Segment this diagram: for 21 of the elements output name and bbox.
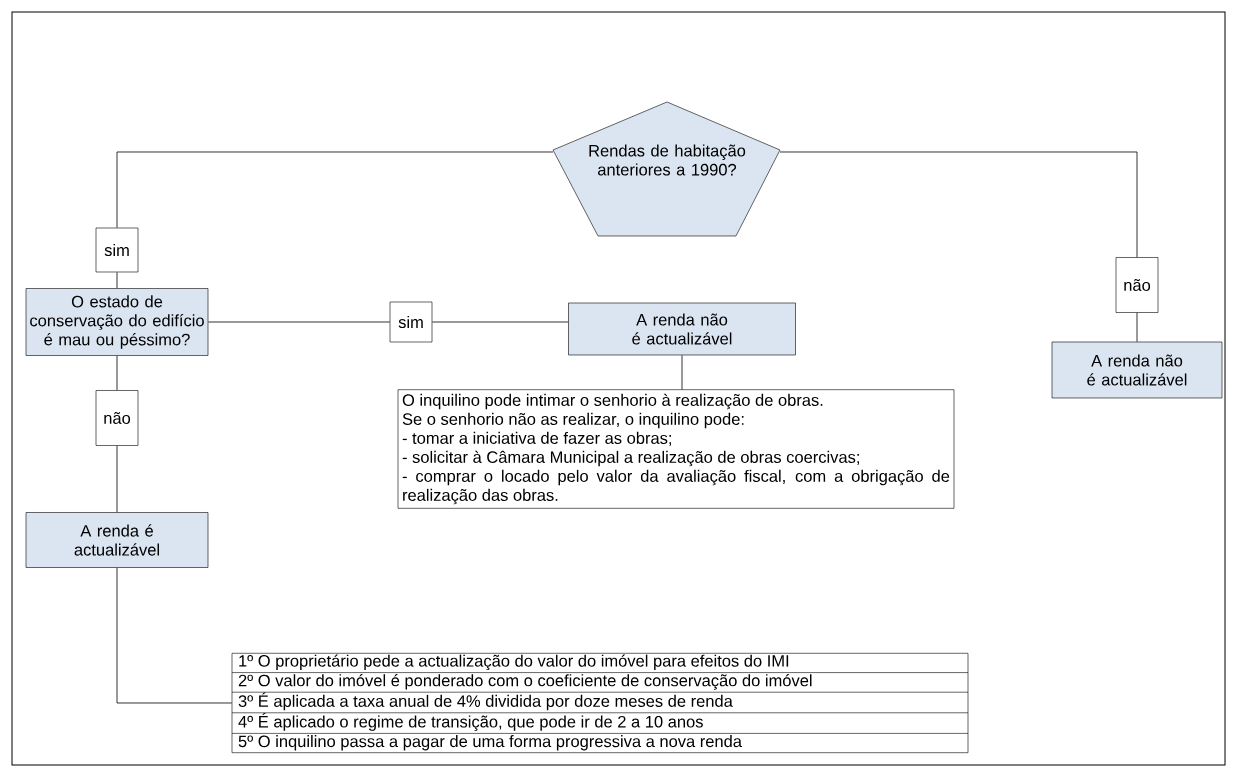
steps-table: 1º O proprietário pede a actualização do valor do imóvel para efeitos do IMI 2º O valor do imóvel é ponderado com o coeficiente de conservação do imóvel 3º É aplicada a taxa anual de 4% dividida por doze meses de renda 4º É aplicado o regime de transição, que pode ir de 2 a 10 anos 5º O inquilino passa a pagar de uma forma progressiva a nova renda [231,653,969,753]
note-box: O inquilino pode intimar o senhorio à realização de obras. Se o senhorio não as realizar, o inquilino pode: - tomar a iniciativa de fazer as obras; - solicitar à Câmara Municipal a realização de obras coercivas; - comprar o locado pelo valor da avaliação fiscal, com a obrigação de realização das obras. [397,389,955,509]
outcome-box: O estado de conservação do edifício é mau ou péssimo? [25,288,209,356]
outcome-box: A renda não é actualizável [568,302,796,356]
connector-line [681,354,683,390]
connector-line [116,355,118,391]
connector-line [116,151,554,229]
connector-line [1136,312,1138,343]
decision-pentagon: Rendas de habitação anteriores a 1990? [552,101,781,237]
outcome-box: A renda é actualizável [25,512,209,568]
answer-box: sim [95,227,139,273]
connector-line [779,151,1138,258]
connector-line [116,567,233,704]
connector-line [116,271,118,289]
connector-line [116,445,118,513]
answer-box: não [1115,257,1159,313]
answer-box: sim [389,301,433,343]
outcome-box: A renda não é actualizável [1051,341,1223,399]
answer-box: não [95,390,139,446]
connector-line [431,321,569,323]
connector-line [207,321,391,323]
